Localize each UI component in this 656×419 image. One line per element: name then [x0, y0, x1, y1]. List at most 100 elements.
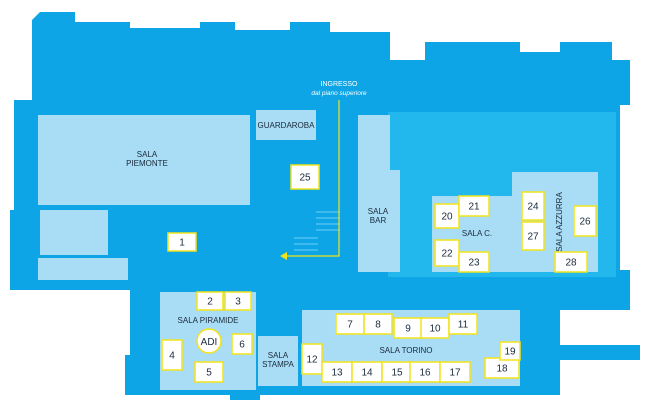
booth-number: 16	[419, 368, 431, 379]
booth-24[interactable]: 24	[521, 191, 545, 221]
booth-number: 3	[235, 297, 241, 308]
entrance-arrowhead	[280, 252, 287, 260]
booth-box	[363, 313, 393, 335]
booth-22[interactable]: 22	[434, 239, 460, 267]
booth-box	[499, 341, 521, 361]
booth-box	[194, 361, 224, 383]
booth-19[interactable]: 19	[499, 341, 521, 361]
booth-27[interactable]: 27	[521, 221, 545, 251]
booth-box	[161, 339, 183, 371]
entrance-title: INGRESSO	[321, 81, 359, 88]
booth-number: 26	[579, 217, 591, 228]
adi-label: ADI	[201, 337, 218, 348]
booth-number: 19	[504, 347, 516, 358]
booth-21[interactable]: 21	[458, 195, 490, 217]
booth-box	[573, 205, 597, 237]
booth-number: 23	[468, 258, 480, 269]
booth-number: 8	[375, 320, 381, 331]
room-label-stampa-1: SALA	[268, 351, 289, 360]
booth-3[interactable]: 3	[224, 291, 252, 311]
booth-8[interactable]: 8	[363, 313, 393, 335]
room-sala-bar[interactable]: SALA BAR	[358, 115, 400, 272]
booth-number: 7	[347, 320, 353, 331]
booth-box	[434, 203, 460, 229]
booth-18[interactable]: 18	[484, 357, 520, 379]
room-sala-piemonte[interactable]: SALA PIEMONTE	[38, 115, 250, 205]
room-guardaroba[interactable]: GUARDAROBA	[256, 110, 316, 140]
booth-box	[554, 251, 588, 273]
booth-26[interactable]: 26	[573, 205, 597, 237]
booth-box	[448, 313, 478, 335]
booth-11[interactable]: 11	[448, 313, 478, 335]
room-label-sala-c: SALA C.	[462, 229, 492, 238]
booth-number: 21	[468, 202, 480, 213]
booth-10[interactable]: 10	[420, 317, 450, 339]
booth-box	[224, 291, 252, 311]
booth-number: 24	[527, 202, 539, 213]
booth-box	[458, 195, 490, 217]
booth-number: 5	[206, 368, 212, 379]
room-label-guardaroba: GUARDAROBA	[258, 121, 316, 130]
booth-box	[167, 232, 197, 252]
room-label-piemonte-1: SALA	[137, 150, 158, 159]
booth-5[interactable]: 5	[194, 361, 224, 383]
booth-15[interactable]: 15	[381, 361, 413, 383]
booth-4[interactable]: 4	[161, 339, 183, 371]
booth-number: 14	[361, 368, 373, 379]
booth-box	[290, 164, 320, 190]
booth-number: 4	[169, 351, 175, 362]
booth-number: 18	[496, 364, 508, 375]
booth-box	[521, 191, 545, 221]
booth-6[interactable]: 6	[231, 333, 253, 355]
room-label-piemonte-2: PIEMONTE	[126, 159, 168, 168]
booth-number: 10	[429, 324, 441, 335]
room-label-bar-2: BAR	[370, 216, 387, 225]
booth-16[interactable]: 16	[409, 361, 441, 383]
booth-number: 9	[405, 324, 411, 335]
service-area-2	[38, 258, 128, 280]
booth-13[interactable]: 13	[321, 361, 353, 383]
booth-1[interactable]: 1	[167, 232, 197, 252]
booth-box	[196, 291, 224, 311]
booth-9[interactable]: 9	[393, 317, 423, 339]
booth-14[interactable]: 14	[351, 361, 383, 383]
booth-number: 2	[207, 297, 213, 308]
booth-17[interactable]: 17	[439, 361, 471, 383]
room-label-piramide: SALA PIRAMIDE	[178, 316, 239, 325]
entrance-subtitle: dal piano superiore	[311, 90, 367, 97]
room-label-azzurra: SALA AZZURRA	[555, 192, 564, 252]
service-area	[40, 210, 108, 255]
booth-number: 25	[299, 173, 311, 184]
booth-number: 20	[441, 212, 453, 223]
booth-25[interactable]: 25	[290, 164, 320, 190]
booth-number: 12	[306, 355, 318, 366]
booth-12[interactable]: 12	[301, 343, 323, 375]
booth-number: 17	[449, 368, 461, 379]
room-sala-stampa[interactable]: SALA STAMPA	[258, 336, 298, 386]
booth-box	[458, 251, 490, 273]
adi-marker[interactable]: ADI	[196, 328, 222, 354]
booth-23[interactable]: 23	[458, 251, 490, 273]
booth-number: 28	[565, 258, 577, 269]
booth-20[interactable]: 20	[434, 203, 460, 229]
booth-box	[521, 221, 545, 251]
entrance-arrow	[285, 100, 340, 257]
booth-number: 11	[458, 320, 469, 331]
booth-number: 27	[527, 232, 539, 243]
booth-number: 22	[441, 249, 453, 260]
entrance-marker: INGRESSO dal piano superiore	[280, 81, 367, 260]
booth-box	[434, 239, 460, 267]
room-label-torino: SALA TORINO	[379, 346, 432, 355]
booth-28[interactable]: 28	[554, 251, 588, 273]
room-label-stampa-2: STAMPA	[262, 360, 294, 369]
booth-box	[301, 343, 323, 375]
booth-box	[231, 333, 253, 355]
booth-number: 13	[331, 368, 343, 379]
booth-number: 6	[239, 340, 245, 351]
booth-number: 15	[391, 368, 403, 379]
booth-number: 1	[179, 238, 185, 249]
booth-7[interactable]: 7	[335, 313, 365, 335]
booth-2[interactable]: 2	[196, 291, 224, 311]
